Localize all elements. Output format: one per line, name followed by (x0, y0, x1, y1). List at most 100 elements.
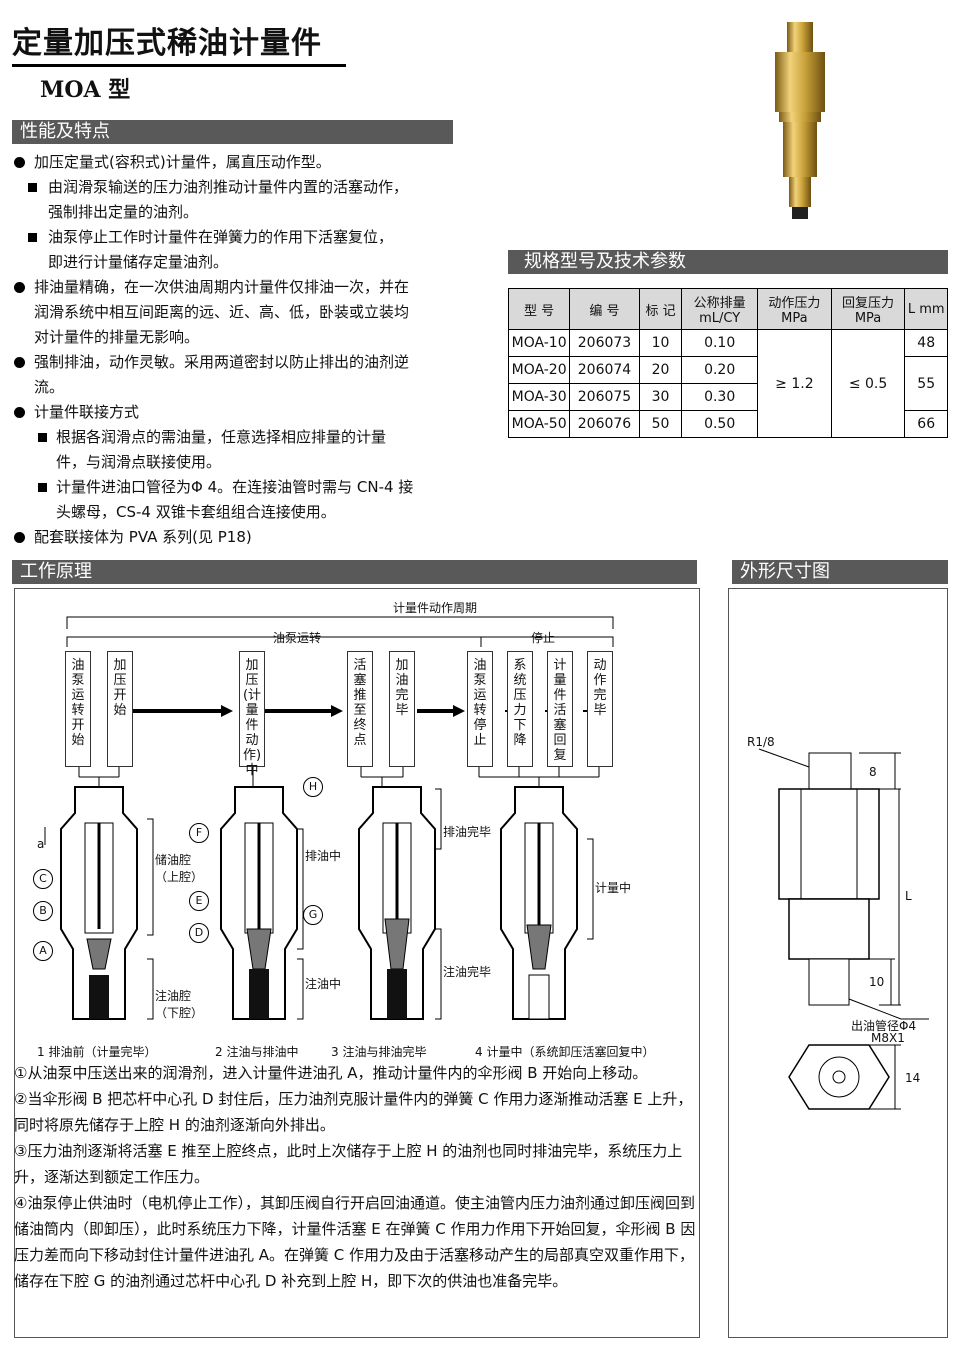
dim-14: 14 (905, 1071, 921, 1085)
cutaway-4 (500, 786, 578, 1020)
caption-2: 2 注油与排油中 (215, 1045, 299, 1059)
bullet-dot-icon (14, 282, 25, 293)
pump-running-label: 油泵运转 (273, 631, 322, 645)
injecting-label: 注油中 (305, 977, 342, 991)
feature-item: 排油量精确，在一次供油周期内计量件仅排油一次，并在润滑系统中相互间距离的远、近、… (14, 275, 464, 350)
outlet-thread-label: M8X1 (871, 1031, 905, 1045)
inject-done-label: 注油完毕 (443, 965, 492, 979)
step-label: 加压开始 (107, 651, 133, 767)
spec-header-row: 型 号 编 号 标 记 公称排量 mL/CY 动作压力 MPa 回复压力 MPa… (507, 288, 948, 330)
col-return-pressure: 回复压力 MPa (830, 288, 906, 330)
title-underline (12, 64, 346, 67)
cutaway-1 (60, 786, 138, 1020)
cutaway-sections (44, 786, 594, 1020)
dimension-drawing: R1/8 8 L 10 出油管径Φ4 M8X1 14 (728, 588, 948, 1338)
col-action-pressure: 动作压力 MPa (757, 288, 832, 330)
cell-code: 206076 (569, 410, 640, 438)
stopped-label: 停止 (531, 631, 556, 645)
cell-model: MOA-10 (507, 329, 571, 357)
cell-mark: 20 (638, 356, 683, 384)
caption-1: 1 排油前（计量完毕） (37, 1045, 157, 1059)
features-heading: 性能及特点 (12, 120, 453, 144)
marker-g: G (303, 905, 323, 925)
bullet-square-icon (38, 483, 47, 492)
discharge-done-label: 排油完毕 (443, 825, 492, 839)
flow-arrows (66, 616, 614, 787)
cell-code: 206073 (569, 329, 640, 357)
caption-4: 4 计量中（系统卸压活塞回复中） (475, 1045, 655, 1059)
step-label: 活塞推至终点 (347, 651, 373, 767)
bullet-dot-icon (14, 532, 25, 543)
step-label: 动作完毕 (587, 651, 613, 767)
bullet-square-icon (28, 233, 37, 242)
principle-heading: 工作原理 (12, 560, 697, 584)
table-row: MOA-30 206075 30 0.30 (507, 383, 948, 411)
caption-3: 3 注油与排油完毕 (331, 1045, 427, 1059)
paragraph-3: ③压力油剂逐渐将活塞 E 推至上腔终点，此时上次储存于上腔 H 的油剂也同时排油… (14, 1142, 683, 1186)
principle-diagram: 计量件动作周期 油泵运转 停止 油泵运转开始 加压开始 加压(计量件动作)中 活… (14, 588, 700, 1338)
cell-length: 66 (904, 410, 948, 438)
bullet-dot-icon (14, 407, 25, 418)
page-title: 定量加压式稀油计量件 (12, 26, 322, 61)
thread-label: R1/8 (747, 735, 775, 749)
feature-item: 加压定量式(容积式)计量件，属直压动作型。 (14, 150, 464, 175)
paragraph-4: ④油泵停止供油时（电机停止工作），其卸压阀自行开启回油通道。使主油管内压力油剂通… (14, 1194, 696, 1290)
table-row: MOA-20 206074 20 0.20 55 (507, 356, 948, 411)
step-label: 系统压力下降 (507, 651, 533, 767)
cell-length: 55 (904, 356, 948, 411)
marker-d: D (189, 923, 209, 943)
step-label: 计量件活塞回复 (547, 651, 573, 767)
step-label: 加油完毕 (389, 651, 415, 767)
cell-model: MOA-50 (507, 410, 571, 438)
metering-label: 计量中 (595, 881, 632, 895)
cell-length: 48 (904, 329, 948, 357)
bullet-dot-icon (14, 157, 25, 168)
cell-code: 206075 (569, 383, 640, 411)
features-list: 加压定量式(容积式)计量件，属直压动作型。 由润滑泵输送的压力油剂推动计量件内置… (14, 150, 464, 550)
feature-item: 强制排油，动作灵敏。采用两道密封以防止排出的油剂逆流。 (14, 350, 464, 400)
paragraph-2: ②当伞形阀 B 把芯杆中心孔 D 封住后，压力油剂克服计量件内的弹簧 C 作用力… (14, 1090, 693, 1134)
feature-item: 配套联接体为 PVA 系列(见 P18) (14, 525, 464, 550)
bullet-square-icon (28, 183, 37, 192)
table-row: MOA-50 206076 50 0.50 66 (507, 410, 948, 438)
col-flow: 公称排量 mL/CY (681, 288, 759, 330)
cell-flow: 0.30 (681, 383, 759, 411)
dimension-svg (758, 748, 929, 1110)
bullet-square-icon (38, 433, 47, 442)
outlet-label: 出油管径Φ4 (851, 1019, 917, 1033)
cell-mark: 30 (638, 383, 683, 411)
paragraph-1: ①从油泵中压送出来的润滑剂，进入计量件进油孔 A，推动计量件内的伞形阀 B 开始… (14, 1064, 648, 1082)
spec-heading: 规格型号及技术参数 (508, 250, 948, 274)
marker-c: C (33, 869, 53, 889)
marker-f: F (189, 823, 209, 843)
cutaway-2 (220, 786, 298, 1020)
cutaway-3 (358, 786, 436, 1020)
cell-flow: 0.20 (681, 356, 759, 384)
cell-flow: 0.50 (681, 410, 759, 438)
feature-subitem: 计量件进油口管径为Φ 4。在连接油管时需与 CN-4 接头螺母，CS-4 双锥卡… (14, 475, 464, 525)
marker-e: E (189, 891, 209, 911)
cell-model: MOA-30 (507, 383, 571, 411)
dim-a-label: a (37, 837, 45, 851)
feature-item: 计量件联接方式 (14, 400, 464, 425)
cell-flow: 0.10 (681, 329, 759, 357)
dim-L: L (905, 889, 912, 903)
step-label: 油泵运转开始 (65, 651, 91, 767)
spec-table: 型 号 编 号 标 记 公称排量 mL/CY 动作压力 MPa 回复压力 MPa… (507, 288, 948, 438)
dim-10: 10 (869, 975, 885, 989)
cell-mark: 10 (638, 329, 683, 357)
table-row: MOA-10 206073 10 0.10 ≥ 1.2 ≤ 0.5 48 (507, 329, 948, 438)
dim-8: 8 (869, 765, 877, 779)
step-label: 加压(计量件动作)中 (239, 651, 265, 778)
col-mark: 标 记 (638, 288, 683, 330)
storage-label: 储油腔（上腔） (155, 853, 204, 884)
marker-h: H (303, 777, 323, 797)
cell-action-pressure: ≥ 1.2 (757, 329, 832, 438)
cell-return-pressure: ≤ 0.5 (830, 329, 906, 438)
cell-mark: 50 (638, 410, 683, 438)
cell-code: 206074 (569, 356, 640, 384)
injection-chamber-label: 注油腔（下腔） (155, 989, 204, 1020)
col-code: 编 号 (569, 288, 640, 330)
col-length: L mm (904, 288, 948, 330)
discharging-label: 排油中 (305, 849, 342, 863)
